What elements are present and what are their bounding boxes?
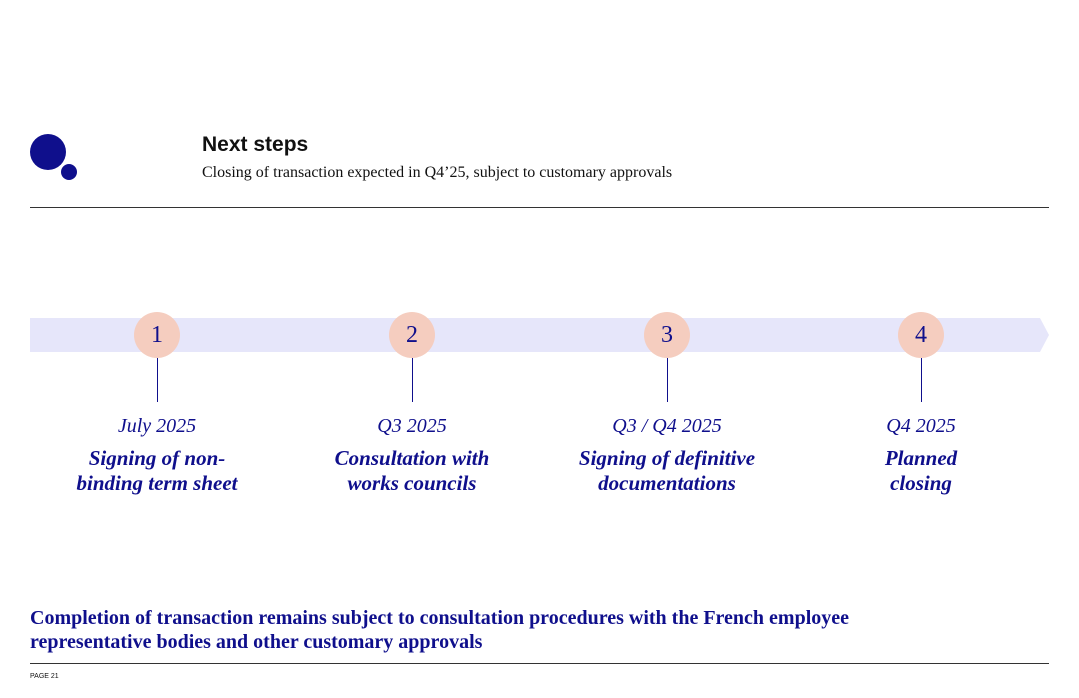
completion-note-line: representative bodies and other customar… bbox=[30, 631, 483, 653]
step-date: Q3 / Q4 2025 bbox=[612, 415, 722, 437]
page-title: Next steps bbox=[202, 133, 309, 156]
header-divider bbox=[30, 207, 1049, 208]
logo-small-dot bbox=[61, 164, 77, 180]
step-number-badge: 4 bbox=[898, 312, 944, 358]
step-label-line: Consultation with bbox=[334, 446, 490, 470]
page-subtitle: Closing of transaction expected in Q4’25… bbox=[202, 164, 673, 181]
page-number: PAGE 21 bbox=[30, 673, 59, 680]
timeline-step-4: 4 Q4 2025 Planned closing bbox=[811, 312, 1031, 496]
step-connector bbox=[156, 358, 158, 402]
logo-large-dot bbox=[30, 134, 66, 170]
step-date: Q3 2025 bbox=[377, 415, 447, 437]
step-label-line: works councils bbox=[347, 471, 477, 495]
step-label: Signing of non- binding term sheet bbox=[47, 446, 267, 496]
step-number-badge: 3 bbox=[644, 312, 690, 358]
timeline-arrow bbox=[30, 318, 1049, 352]
step-label-line: closing bbox=[890, 471, 952, 495]
footer-divider bbox=[30, 663, 1049, 664]
step-label: Planned closing bbox=[811, 446, 1031, 496]
timeline-step-3: 3 Q3 / Q4 2025 Signing of definitive doc… bbox=[547, 312, 787, 496]
step-label: Signing of definitive documentations bbox=[547, 446, 787, 496]
step-label-line: Signing of definitive bbox=[578, 446, 756, 470]
timeline-step-2: 2 Q3 2025 Consultation with works counci… bbox=[302, 312, 522, 496]
brand-logo bbox=[30, 134, 80, 184]
step-connector bbox=[666, 358, 668, 402]
step-label: Consultation with works councils bbox=[302, 446, 522, 496]
completion-note-line: Completion of transaction remains subjec… bbox=[30, 607, 850, 629]
completion-note: Completion of transaction remains subjec… bbox=[30, 606, 1060, 654]
step-date: Q4 2025 bbox=[886, 415, 956, 437]
timeline-step-1: 1 July 2025 Signing of non- binding term… bbox=[47, 312, 267, 496]
step-number-badge: 1 bbox=[134, 312, 180, 358]
step-number-badge: 2 bbox=[389, 312, 435, 358]
timeline-band bbox=[30, 318, 1049, 352]
step-label-line: binding term sheet bbox=[76, 471, 238, 495]
step-label-line: Signing of non- bbox=[88, 446, 226, 470]
step-label-line: documentations bbox=[598, 471, 736, 495]
step-connector bbox=[411, 358, 413, 402]
step-label-line: Planned bbox=[884, 446, 958, 470]
step-connector bbox=[920, 358, 922, 402]
step-date: July 2025 bbox=[117, 415, 197, 437]
